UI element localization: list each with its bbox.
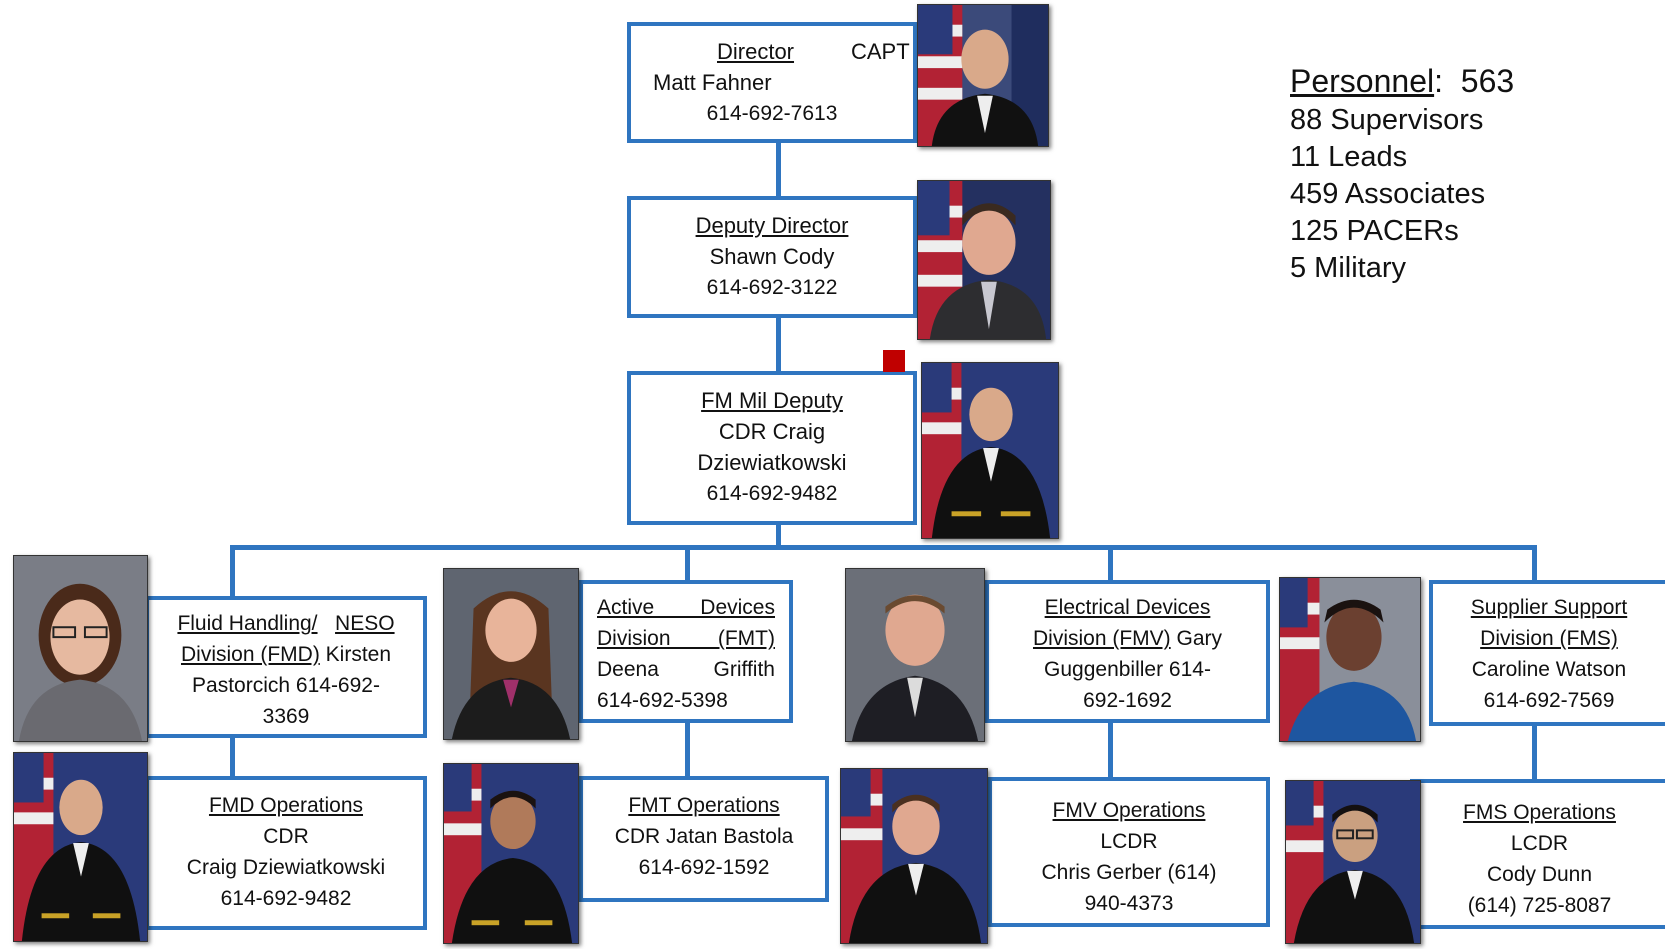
- fmv-head-photo: [845, 568, 985, 742]
- fmv-ops-phone: 940-4373: [1084, 892, 1174, 915]
- fmt-head-name: Deena Griffith: [597, 658, 775, 681]
- fmv-title2: Division (FMV): [1032, 627, 1171, 650]
- fmd-head-photo: [13, 555, 148, 742]
- director-title: Director: [717, 39, 795, 64]
- fms-ops-phone: (614) 725-8087: [1467, 894, 1612, 917]
- deputy-director-box: Deputy Director Shawn Cody 614-692-3122: [627, 196, 917, 318]
- personnel-item: 88 Supervisors: [1290, 104, 1484, 136]
- fmt-head-photo: [443, 568, 579, 740]
- fmd-line4: 3369: [262, 705, 310, 728]
- fmd-title1: Fluid Handling/: [177, 612, 318, 635]
- deputy-photo: [917, 180, 1051, 340]
- deputy-phone: 614-692-3122: [706, 276, 838, 299]
- fmt-title1: Active Devices: [597, 596, 775, 619]
- fmt-title2: Division (FMT): [597, 627, 775, 650]
- director-phone: 614-692-7613: [706, 102, 838, 125]
- fmd-title3: Division (FMD): [180, 643, 320, 666]
- fms-title2: Division (FMS): [1480, 627, 1618, 650]
- ops-fmt-box: FMT Operations CDR Jatan Bastola 614-692…: [579, 776, 829, 902]
- director-box: Director CAPT Matt Fahner 614-692-7613: [627, 22, 917, 143]
- fmv-ops-photo: [840, 768, 988, 944]
- fmt-ops-photo: [443, 763, 579, 944]
- fmd-ops-photo: [13, 752, 148, 942]
- horizontal-bus: [230, 545, 1537, 550]
- fms-ops-name: Cody Dunn: [1486, 863, 1593, 886]
- fmd-title2: NESO: [335, 612, 395, 635]
- drop-fms: [1532, 545, 1537, 581]
- personnel-stats: Personnel: 563 88 Supervisors 11 Leads 4…: [1290, 60, 1514, 287]
- mil-deputy-box: FM Mil Deputy CDR Craig Dziewiatkowski 6…: [627, 371, 917, 525]
- fmt-ops-name: CDR Jatan Bastola: [614, 825, 794, 848]
- fmv-title1: Electrical Devices: [1044, 596, 1211, 619]
- division-fmt-box: Active Devices Division (FMT) Deena Grif…: [579, 580, 793, 723]
- ops-fmv-box: FMV Operations LCDR Chris Gerber (614) 9…: [988, 777, 1270, 927]
- fms-head-photo: [1279, 577, 1421, 742]
- fmv-ops-rank: LCDR: [1100, 830, 1158, 853]
- drop-fmv: [1108, 545, 1113, 581]
- fmd-line3: Pastorcich 614-692-: [192, 674, 380, 697]
- fmv-line4: 692-1692: [1083, 689, 1172, 712]
- drop-fmd: [230, 545, 235, 597]
- fmd-head-name: Kirsten: [325, 643, 392, 666]
- director-photo: [917, 4, 1049, 147]
- connector-director-deputy: [776, 143, 781, 197]
- fms-ops-rank: LCDR: [1510, 832, 1569, 855]
- ops-fmd-box: FMD Operations CDR Craig Dziewiatkowski …: [145, 776, 427, 930]
- mil-deputy-name-line1: CDR Craig: [718, 419, 826, 444]
- personnel-item: 459 Associates: [1290, 178, 1486, 210]
- personnel-count: 563: [1460, 63, 1515, 99]
- fmt-ops-phone: 614-692-1592: [638, 856, 770, 879]
- fmt-phone: 614-692-5398: [597, 689, 728, 712]
- fms-head-name: Caroline Watson: [1471, 658, 1627, 681]
- connector-mildeputy-bus: [776, 525, 781, 549]
- division-fmd-box: Fluid Handling/ NESO Division (FMD) Kirs…: [145, 596, 427, 738]
- personnel-item: 125 PACERs: [1290, 215, 1459, 247]
- fmd-ops-rank: CDR: [263, 825, 309, 848]
- fmd-ops-title: FMD Operations: [208, 794, 364, 817]
- deputy-title: Deputy Director: [695, 213, 849, 238]
- connector-fms-ops: [1532, 726, 1537, 781]
- fmt-ops-title: FMT Operations: [628, 794, 780, 817]
- fms-ops-photo: [1285, 780, 1421, 944]
- personnel-label: Personnel: [1290, 63, 1435, 99]
- ops-fms-box: FMS Operations LCDR Cody Dunn (614) 725-…: [1410, 779, 1665, 929]
- personnel-item: 11 Leads: [1290, 141, 1408, 173]
- connector-fmv-ops: [1108, 723, 1113, 779]
- red-marker: [883, 350, 905, 372]
- connector-fmd-ops: [230, 738, 235, 778]
- drop-fmt: [685, 545, 690, 581]
- fms-ops-title: FMS Operations: [1463, 801, 1616, 824]
- mil-deputy-photo: [921, 362, 1059, 539]
- director-name: Matt Fahner: [653, 70, 772, 95]
- mil-deputy-name-line2: Dziewiatkowski: [697, 450, 847, 475]
- personnel-item: 5 Military: [1290, 252, 1407, 284]
- connector-deputy-mildeputy: [776, 318, 781, 373]
- division-fmv-box: Electrical Devices Division (FMV) Gary G…: [985, 580, 1270, 723]
- mil-deputy-phone: 614-692-9482: [706, 482, 838, 505]
- fmd-ops-name: Craig Dziewiatkowski: [186, 856, 386, 879]
- fmv-ops-title: FMV Operations: [1052, 799, 1206, 822]
- connector-fmt-ops: [685, 723, 690, 778]
- fms-phone: 614-692-7569: [1483, 689, 1615, 712]
- fmv-head-name: Gary: [1176, 627, 1223, 650]
- fmv-ops-name: Chris Gerber (614): [1041, 861, 1217, 884]
- director-rank: CAPT: [851, 39, 910, 64]
- deputy-name: Shawn Cody: [709, 244, 835, 269]
- fmd-ops-phone: 614-692-9482: [220, 887, 352, 910]
- division-fms-box: Supplier Support Division (FMS) Caroline…: [1429, 580, 1665, 726]
- fms-title1: Supplier Support: [1470, 596, 1628, 619]
- fmv-line3: Guggenbiller 614-: [1044, 658, 1211, 681]
- mil-deputy-title: FM Mil Deputy: [701, 388, 843, 413]
